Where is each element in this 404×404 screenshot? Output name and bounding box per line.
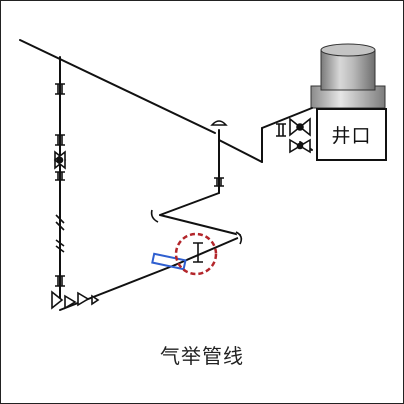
- wellhead-cylinder: [310, 43, 386, 109]
- wellhead-label: 井口: [316, 108, 387, 161]
- highlight-rectangle: [151, 252, 187, 271]
- highlight-circle: [174, 232, 218, 276]
- diagram-caption: 气举管线: [160, 344, 244, 368]
- pipe-lines: [19, 39, 313, 311]
- valve-fittings: [51, 83, 311, 310]
- wellhead-label-text: 井口: [331, 125, 372, 147]
